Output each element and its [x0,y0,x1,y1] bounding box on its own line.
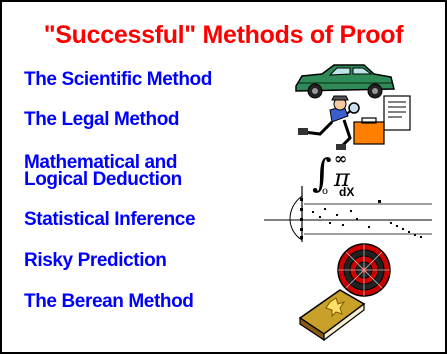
dartboard-icon [337,243,391,297]
pi-symbol: π [333,164,351,192]
integral-upper-bound: ∞ [334,149,347,168]
integral-lower-bound: o [322,186,328,197]
method-label: The Scientific Method [24,69,212,90]
stat-label: dX [339,185,354,199]
method-mathematical-logical: Mathematical and Logical Deduction [24,152,182,190]
scatter-plot-icon: dX [264,185,432,242]
integral-symbol: ∫ [312,151,332,195]
bible-icon [298,289,366,342]
method-risky-prediction: Risky Prediction [24,250,167,271]
method-berean: The Berean Method [24,292,194,311]
slide-title: "Successful" Methods of Proof [43,21,404,49]
method-label: Risky Prediction [24,250,167,271]
method-label-line2: Logical Deduction [24,169,182,190]
detective-icon [298,95,411,150]
method-statistical: Statistical Inference [24,209,196,230]
method-label: The Berean Method [24,291,194,312]
method-label: Statistical Inference [24,209,196,230]
method-label: The Legal Method [24,109,180,130]
method-scientific: The Scientific Method [24,70,212,89]
method-label: Mathematical and [24,152,178,173]
car-icon [295,64,395,99]
method-legal: The Legal Method [24,109,180,130]
integral-icon: ∫ o ∞ π [312,149,351,197]
